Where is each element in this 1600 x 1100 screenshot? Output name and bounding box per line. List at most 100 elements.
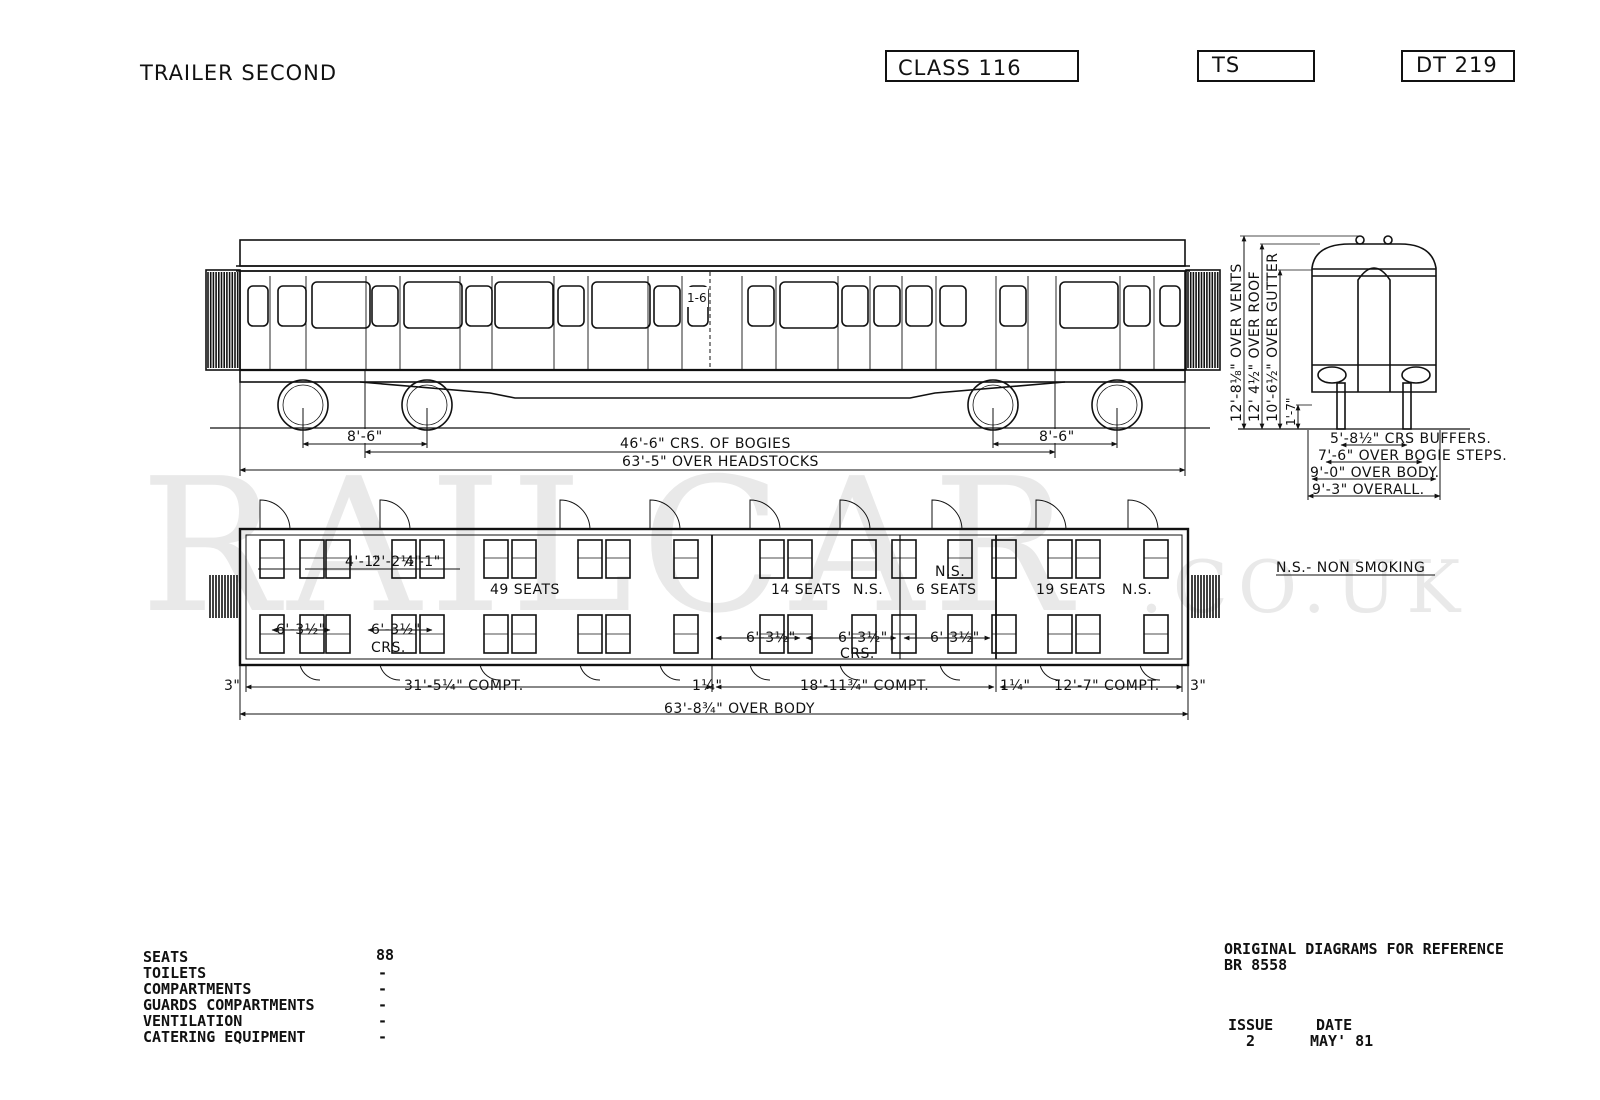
door-swing-bottom <box>839 664 861 681</box>
seat-top <box>325 539 351 579</box>
watermark-suffix: .CO.UK <box>1140 545 1470 629</box>
ns-label-2: N.S. <box>935 564 965 580</box>
end-dimension-labels: 12'-8⅛" OVER VENTS 12' 4½" OVER ROOF 10'… <box>1229 253 1507 498</box>
diagram-label: DT 219 <box>1416 53 1498 77</box>
door-swing-top <box>649 499 681 530</box>
dim-seat-pitch-1: 4'-1" <box>345 554 381 570</box>
non-smoking-legend: N.S.- NON SMOKING <box>1276 560 1425 576</box>
door-swing-top <box>559 499 591 530</box>
bogie-wheelbase-left: 8'-6" <box>347 429 383 445</box>
seats-6-label: 6 SEATS <box>916 582 977 598</box>
side-windows <box>247 276 1181 370</box>
seat-top <box>851 539 877 579</box>
compt-1-length: 31'-5¼" COMPT. <box>404 678 524 694</box>
spec-value-catering: - <box>378 1028 387 1046</box>
over-headstocks-dim: 63'-5" OVER HEADSTOCKS <box>622 454 819 470</box>
diagram-box <box>1401 50 1515 82</box>
bellows-frame <box>1185 269 1221 371</box>
bogie-wheels <box>277 379 1143 431</box>
drawing-title: TRAILER SECOND <box>139 61 337 85</box>
over-roof-dim: 12' 4½" OVER ROOF <box>1247 271 1263 422</box>
reference-line-1: ORIGINAL DIAGRAMS FOR REFERENCE <box>1224 940 1504 958</box>
compt-3-length: 12'-7" COMPT. <box>1054 678 1160 694</box>
door-window <box>841 285 869 327</box>
date-value: MAY' 81 <box>1310 1032 1373 1050</box>
step-height-dim: 1'-7" <box>1284 398 1298 426</box>
window-height-dim: 1-6 <box>687 291 707 305</box>
spec-label-ventilation: VENTILATION <box>143 1012 242 1030</box>
dim-bay-5: 6'-3½" <box>930 630 980 646</box>
specs-table: SEATS TOILETS COMPARTMENTS GUARDS COMPAR… <box>143 946 394 1046</box>
class-box <box>885 50 1079 82</box>
seat-top <box>947 539 973 579</box>
seat-top <box>759 539 785 579</box>
door-window <box>653 285 681 327</box>
spec-value-compartments: - <box>378 980 387 998</box>
dim-seat-pitch-2: 4'-1" <box>405 554 441 570</box>
side-dimensions <box>239 272 1186 476</box>
seat-top <box>787 539 813 579</box>
door-window <box>371 285 399 327</box>
bogie-wheelbase-right: 8'-6" <box>1039 429 1075 445</box>
spec-label-catering: CATERING EQUIPMENT <box>143 1028 306 1046</box>
side-dimension-labels: 1-6 8'-6" 8'-6" 46'-6" CRS. OF BOGIES 63… <box>345 287 1077 470</box>
door-window <box>873 285 901 327</box>
seat-top <box>991 539 1017 579</box>
type-label: TS <box>1211 53 1240 77</box>
plan-labels: 4'-1" 2'-2½" 4'-1" 49 SEATS 14 SEATS N.S… <box>224 554 1435 717</box>
dim-end-right: 3" <box>1190 678 1206 694</box>
door-swing-bottom <box>579 664 601 681</box>
dim-bay-3: 6'-3½" <box>746 630 796 646</box>
gangway-bellows-left <box>205 269 241 371</box>
dim-crs-1: CRS. <box>371 640 406 656</box>
door-window <box>1123 285 1151 327</box>
spec-label-compartments: COMPARTMENTS <box>143 980 251 998</box>
spec-label-guards: GUARDS COMPARTMENTS <box>143 996 315 1014</box>
spec-value-guards: - <box>378 996 387 1014</box>
seat-top <box>577 539 603 579</box>
spec-value-ventilation: - <box>378 1012 387 1030</box>
seat-top <box>605 539 631 579</box>
over-bogie-steps-dim: 7'-6" OVER BOGIE STEPS. <box>1318 448 1507 464</box>
partition-2: 1¼" <box>1000 678 1030 694</box>
seats-49-label: 49 SEATS <box>490 582 560 598</box>
saloon-window <box>591 281 651 329</box>
compt-2-length: 18'-11¾" COMPT. <box>800 678 929 694</box>
reference-block: ORIGINAL DIAGRAMS FOR REFERENCE BR 8558 … <box>1224 940 1504 1050</box>
dim-crs-2: CRS. <box>840 646 875 662</box>
seat-top <box>259 539 285 579</box>
door-swing-bottom <box>939 664 961 681</box>
seat-top <box>391 539 417 579</box>
door-swing-bottom <box>1139 664 1161 681</box>
door-swing-top <box>379 499 411 530</box>
end-dimensions <box>1241 235 1441 500</box>
door-window <box>939 285 967 327</box>
dim-bay-1: 6'-3½" <box>276 622 326 638</box>
plan-dimensions <box>239 568 1189 720</box>
saloon-window <box>494 281 554 329</box>
saloon-window <box>403 281 463 329</box>
class-label: CLASS 116 <box>898 56 1022 80</box>
dim-bay-4: 6'-3½" <box>838 630 888 646</box>
door-swing-bottom <box>749 664 771 681</box>
dim-seat-gap: 2'-2½" <box>372 554 422 570</box>
ns-label-3: N.S. <box>1122 582 1152 598</box>
issue-value: 2 <box>1246 1032 1255 1050</box>
spec-label-seats: SEATS <box>143 948 188 966</box>
bellows-frame <box>205 269 241 371</box>
over-gutter-dim: 10'-6½" OVER GUTTER <box>1265 253 1281 422</box>
seat-top <box>419 539 445 579</box>
dim-end-left: 3" <box>224 678 240 694</box>
door-swing-top <box>259 499 291 530</box>
issue-label: ISSUE <box>1228 1016 1273 1034</box>
seat-top <box>673 539 699 579</box>
over-vents-dim: 12'-8⅛" OVER VENTS <box>1229 263 1245 422</box>
door-swing-top <box>931 499 963 530</box>
seat-top <box>299 539 325 579</box>
type-box <box>1197 50 1315 82</box>
seats-14-label: 14 SEATS <box>771 582 841 598</box>
gangway-bellows-right <box>1185 269 1221 371</box>
door-swing-bottom <box>1039 664 1061 681</box>
door-swing-top <box>1035 499 1067 530</box>
